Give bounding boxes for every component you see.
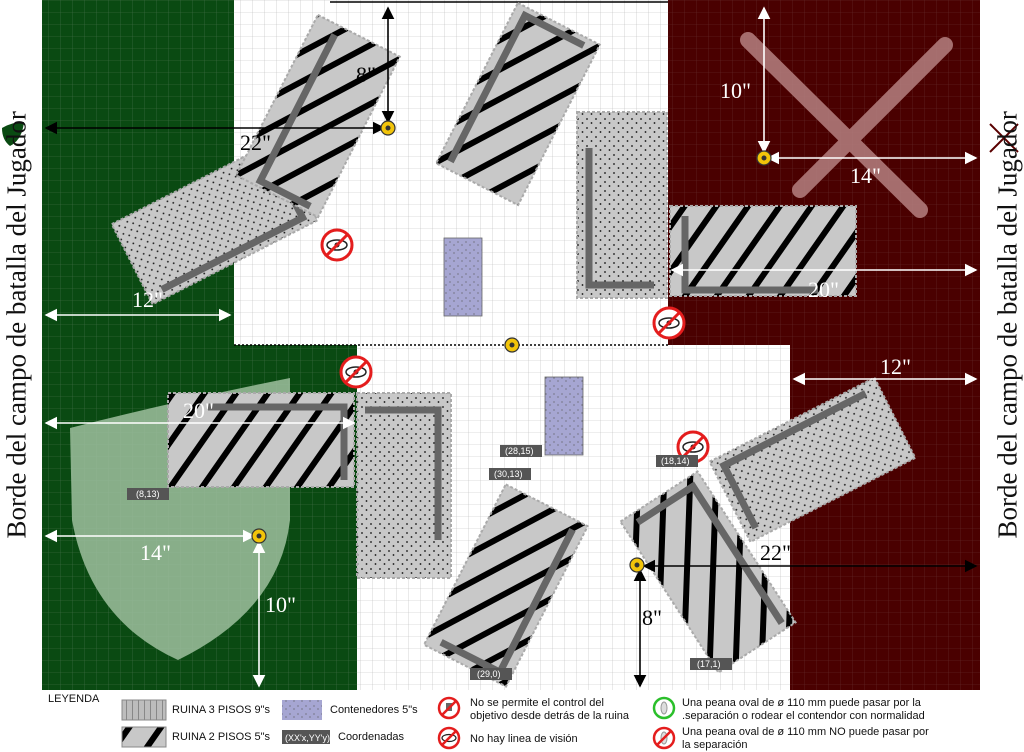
coordinate-tag: (28,15): [505, 446, 534, 456]
legend-ruin2-label: RUINA 2 PISOS 5"s: [172, 731, 271, 743]
crossed-swords-watermark: [740, 32, 953, 218]
measure-label: 20": [183, 398, 214, 423]
legend-panel: [0, 690, 1024, 751]
right-side-label: Borde del campo de batalla del Jugador: [992, 111, 1023, 539]
legend-base-no-pass-line1: Una peana oval de ø 110 mm NO puede pasa…: [682, 726, 929, 738]
forbidden-base-icon: [652, 726, 676, 750]
container: [544, 376, 584, 456]
coordinate-tag: (17,1): [697, 659, 721, 669]
legend-ruin3-swatch: [121, 699, 167, 721]
legend-no-control-line1: No se permite el control del: [470, 697, 604, 709]
measure-label: 22": [240, 130, 271, 155]
ruin-2-floors: [167, 392, 355, 488]
allowed-base-icon: [652, 696, 676, 720]
objective-marker-icon: [251, 120, 772, 573]
legend-container-swatch: [282, 700, 322, 720]
measure-label: 10": [265, 592, 296, 617]
no-line-of-sight-icon: [437, 726, 461, 750]
measure-label: 10": [720, 78, 751, 103]
coordinate-tag: (29,0): [477, 669, 501, 679]
legend-coords-label: Coordenadas: [338, 731, 405, 743]
legend-base-no-pass-line2: la separación: [682, 739, 748, 751]
legend-base-pass-line2: .separación o rodear el contendor con no…: [682, 710, 925, 722]
legend-coord-swatch: [282, 730, 330, 744]
measure-label: 20": [808, 277, 839, 302]
measure-label: 14": [140, 540, 171, 565]
legend-ruin2-swatch: [121, 726, 167, 748]
crossed-swords-icon: [989, 123, 1019, 153]
coordinate-tag: (18,14): [661, 456, 690, 466]
coordinate-tag: (30,13): [494, 469, 523, 479]
measure-label: 12": [880, 354, 911, 379]
legend-containers-label: Contenedores 5"s: [330, 704, 418, 716]
measure-label: 14": [850, 163, 881, 188]
measure-label: 12": [132, 287, 163, 312]
coordinate-tag: (8,13): [136, 489, 160, 499]
no-line-of-sight-icon: [320, 228, 710, 464]
ruin-3-floors: [708, 376, 917, 544]
no-control-icon: [339, 306, 686, 389]
no-control-icon: [437, 696, 461, 720]
ruin-2-floors: [434, 1, 602, 207]
legend-coord-sample: (XX'x,YY'y): [285, 733, 330, 743]
legend-title: LEYENDA: [48, 693, 100, 705]
ruin-3-floors: [356, 392, 452, 579]
legend-no-los-label: No hay linea de visión: [470, 733, 578, 745]
shield-icon: [2, 122, 24, 146]
measure-label: 22": [760, 540, 791, 565]
measure-label: 8": [642, 605, 662, 630]
legend-ruin3-label: RUINA 3 PISOS 9"s: [172, 704, 271, 716]
ruin-3-floors: [576, 111, 668, 299]
left-side-label: Borde del campo de batalla del Jugador: [1, 111, 32, 539]
ruin-2-floors: [234, 13, 402, 219]
ruin-2-floors: [669, 205, 857, 297]
legend-no-control-line2: objetivo desde detrás de la ruina: [470, 710, 629, 722]
legend-base-pass-line1: Una peana oval de ø 110 mm puede pasar p…: [682, 697, 921, 709]
container: [443, 237, 483, 317]
measure-label: 8": [356, 62, 376, 87]
